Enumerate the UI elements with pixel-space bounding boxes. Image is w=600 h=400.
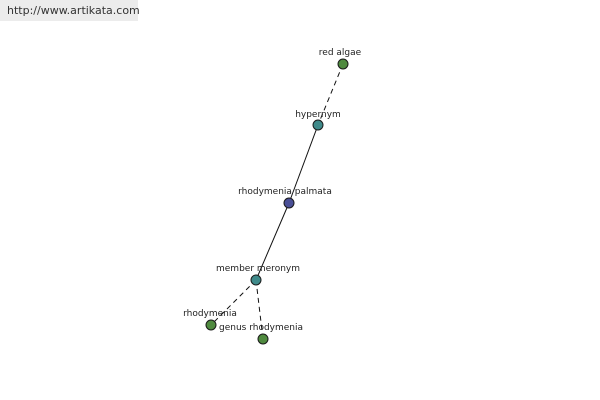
node-dot-red-algae[interactable]: [337, 58, 349, 70]
site-url-link[interactable]: http://www.artikata.com: [7, 4, 140, 17]
node-hypernym[interactable]: hypernym: [295, 110, 341, 131]
edge-rhodymenia-palmata-to-member-meronym: [255, 202, 290, 281]
node-dot-genus-rhodymenia[interactable]: [257, 333, 269, 345]
edge-member-meronym-to-rhodymenia: [210, 279, 257, 326]
node-rhodymenia[interactable]: rhodymenia: [183, 309, 237, 331]
node-dot-rhodymenia-palmata[interactable]: [283, 197, 295, 209]
node-label-member-meronym[interactable]: member meronym: [216, 264, 300, 274]
edge-member-meronym-to-genus-rhodymenia: [255, 279, 264, 340]
edge-red-algae-to-hypernym: [317, 63, 344, 126]
node-label-red-algae[interactable]: red algae: [319, 48, 362, 58]
node-rhodymenia-palmata[interactable]: rhodymenia palmata: [238, 187, 332, 209]
node-label-genus-rhodymenia[interactable]: genus rhodymenia: [219, 323, 303, 333]
node-red-algae[interactable]: red algae: [319, 48, 362, 70]
edge-hypernym-to-rhodymenia-palmata: [288, 124, 319, 204]
edges-layer: [210, 63, 344, 340]
node-dot-rhodymenia[interactable]: [205, 319, 217, 331]
node-genus-rhodymenia[interactable]: genus rhodymenia: [219, 323, 303, 345]
node-dot-member-meronym[interactable]: [250, 274, 262, 286]
url-banner[interactable]: http://www.artikata.com: [0, 0, 140, 21]
node-dot-hypernym[interactable]: [312, 119, 324, 131]
nodes-layer: red algae hypernym rhodymenia palmata membe…: [183, 48, 362, 345]
node-label-rhodymenia-palmata[interactable]: rhodymenia palmata: [238, 187, 332, 197]
node-member-meronym[interactable]: member meronym: [216, 264, 300, 286]
node-label-hypernym[interactable]: hypernym: [295, 110, 341, 120]
node-label-rhodymenia[interactable]: rhodymenia: [183, 309, 237, 319]
